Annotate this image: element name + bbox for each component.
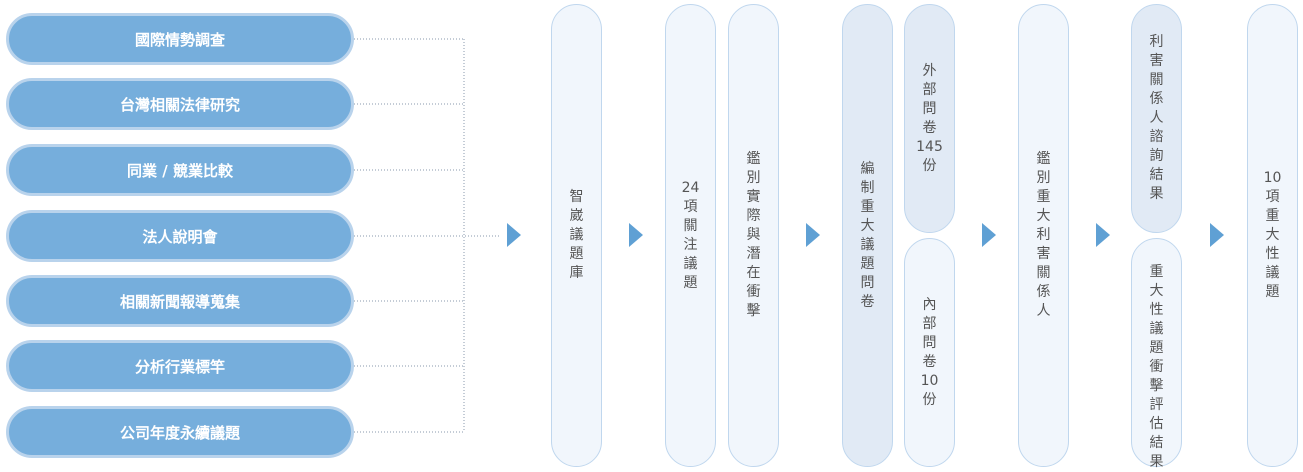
identify-stakeholders-column: 鑑別重大利害關係人 xyxy=(1018,4,1069,467)
issues-24-column: 24 項關注議題 xyxy=(665,4,716,467)
source-label: 同業 / 競業比較 xyxy=(127,161,233,180)
issue-bank-label: 智崴議題庫 xyxy=(569,189,584,281)
source-label: 國際情勢調查 xyxy=(134,30,225,49)
source-taiwan-law-research: 台灣相關法律研究 xyxy=(6,78,354,130)
impact-results-label: 重大性議題衝擊評估結果 xyxy=(1149,264,1164,470)
identify-impact-label: 鑑別實際與潛在衝擊 xyxy=(746,151,761,319)
external-questionnaire-label: 外部問卷 145 份 xyxy=(916,62,943,176)
issues-24-number: 24 xyxy=(681,179,700,196)
stakeholder-results-label: 利害關係人諮詢結果 xyxy=(1149,34,1164,202)
external-q-text: 外部問卷 xyxy=(922,62,937,136)
internal-q-unit: 份 xyxy=(922,391,937,408)
source-industry-benchmark: 分析行業標竿 xyxy=(6,340,354,392)
arrow-icon xyxy=(806,223,820,247)
identify-stakeholders-label: 鑑別重大利害關係人 xyxy=(1036,151,1051,319)
compile-questionnaire-label: 編制重大議題問卷 xyxy=(860,160,875,310)
identify-impact-column: 鑑別實際與潛在衝擊 xyxy=(728,4,779,467)
external-q-number: 145 xyxy=(916,138,943,155)
arrow-icon xyxy=(507,223,521,247)
impact-results-box: 重大性議題衝擊評估結果 xyxy=(1131,238,1182,470)
internal-questionnaire-label: 內部問卷 10 份 xyxy=(921,296,939,410)
internal-q-number: 10 xyxy=(920,372,939,389)
source-label: 台灣相關法律研究 xyxy=(119,95,240,114)
source-investor-conference: 法人說明會 xyxy=(6,210,354,262)
external-questionnaire-box: 外部問卷 145 份 xyxy=(904,4,955,233)
issues-24-label: 24 項關注議題 xyxy=(682,179,700,293)
external-q-unit: 份 xyxy=(922,157,937,174)
internal-questionnaire-box: 內部問卷 10 份 xyxy=(904,238,955,467)
material-issues-column: 10 項重大性議題 xyxy=(1247,4,1298,467)
source-international-survey: 國際情勢調查 xyxy=(6,13,354,65)
material-issues-number: 10 xyxy=(1263,170,1282,186)
source-annual-sustainability: 公司年度永續議題 xyxy=(6,406,354,458)
arrow-icon xyxy=(1096,223,1110,247)
source-news-collection: 相關新聞報導蒐集 xyxy=(6,275,354,327)
material-issues-label: 10 項重大性議題 xyxy=(1264,169,1282,302)
internal-q-text: 內部問卷 xyxy=(922,296,937,370)
source-label: 法人說明會 xyxy=(142,227,218,246)
compile-questionnaire-column: 編制重大議題問卷 xyxy=(842,4,893,467)
issue-bank-column: 智崴議題庫 xyxy=(551,4,602,467)
arrow-icon xyxy=(629,223,643,247)
source-label: 相關新聞報導蒐集 xyxy=(119,292,240,311)
stakeholder-results-box: 利害關係人諮詢結果 xyxy=(1131,4,1182,233)
issues-24-text: 項關注議題 xyxy=(683,198,698,291)
source-label: 公司年度永續議題 xyxy=(119,423,240,442)
source-peer-comparison: 同業 / 競業比較 xyxy=(6,144,354,196)
arrow-icon xyxy=(1210,223,1224,247)
material-issues-text: 項重大性議題 xyxy=(1265,189,1280,300)
arrow-icon xyxy=(982,223,996,247)
source-label: 分析行業標竿 xyxy=(134,357,225,376)
